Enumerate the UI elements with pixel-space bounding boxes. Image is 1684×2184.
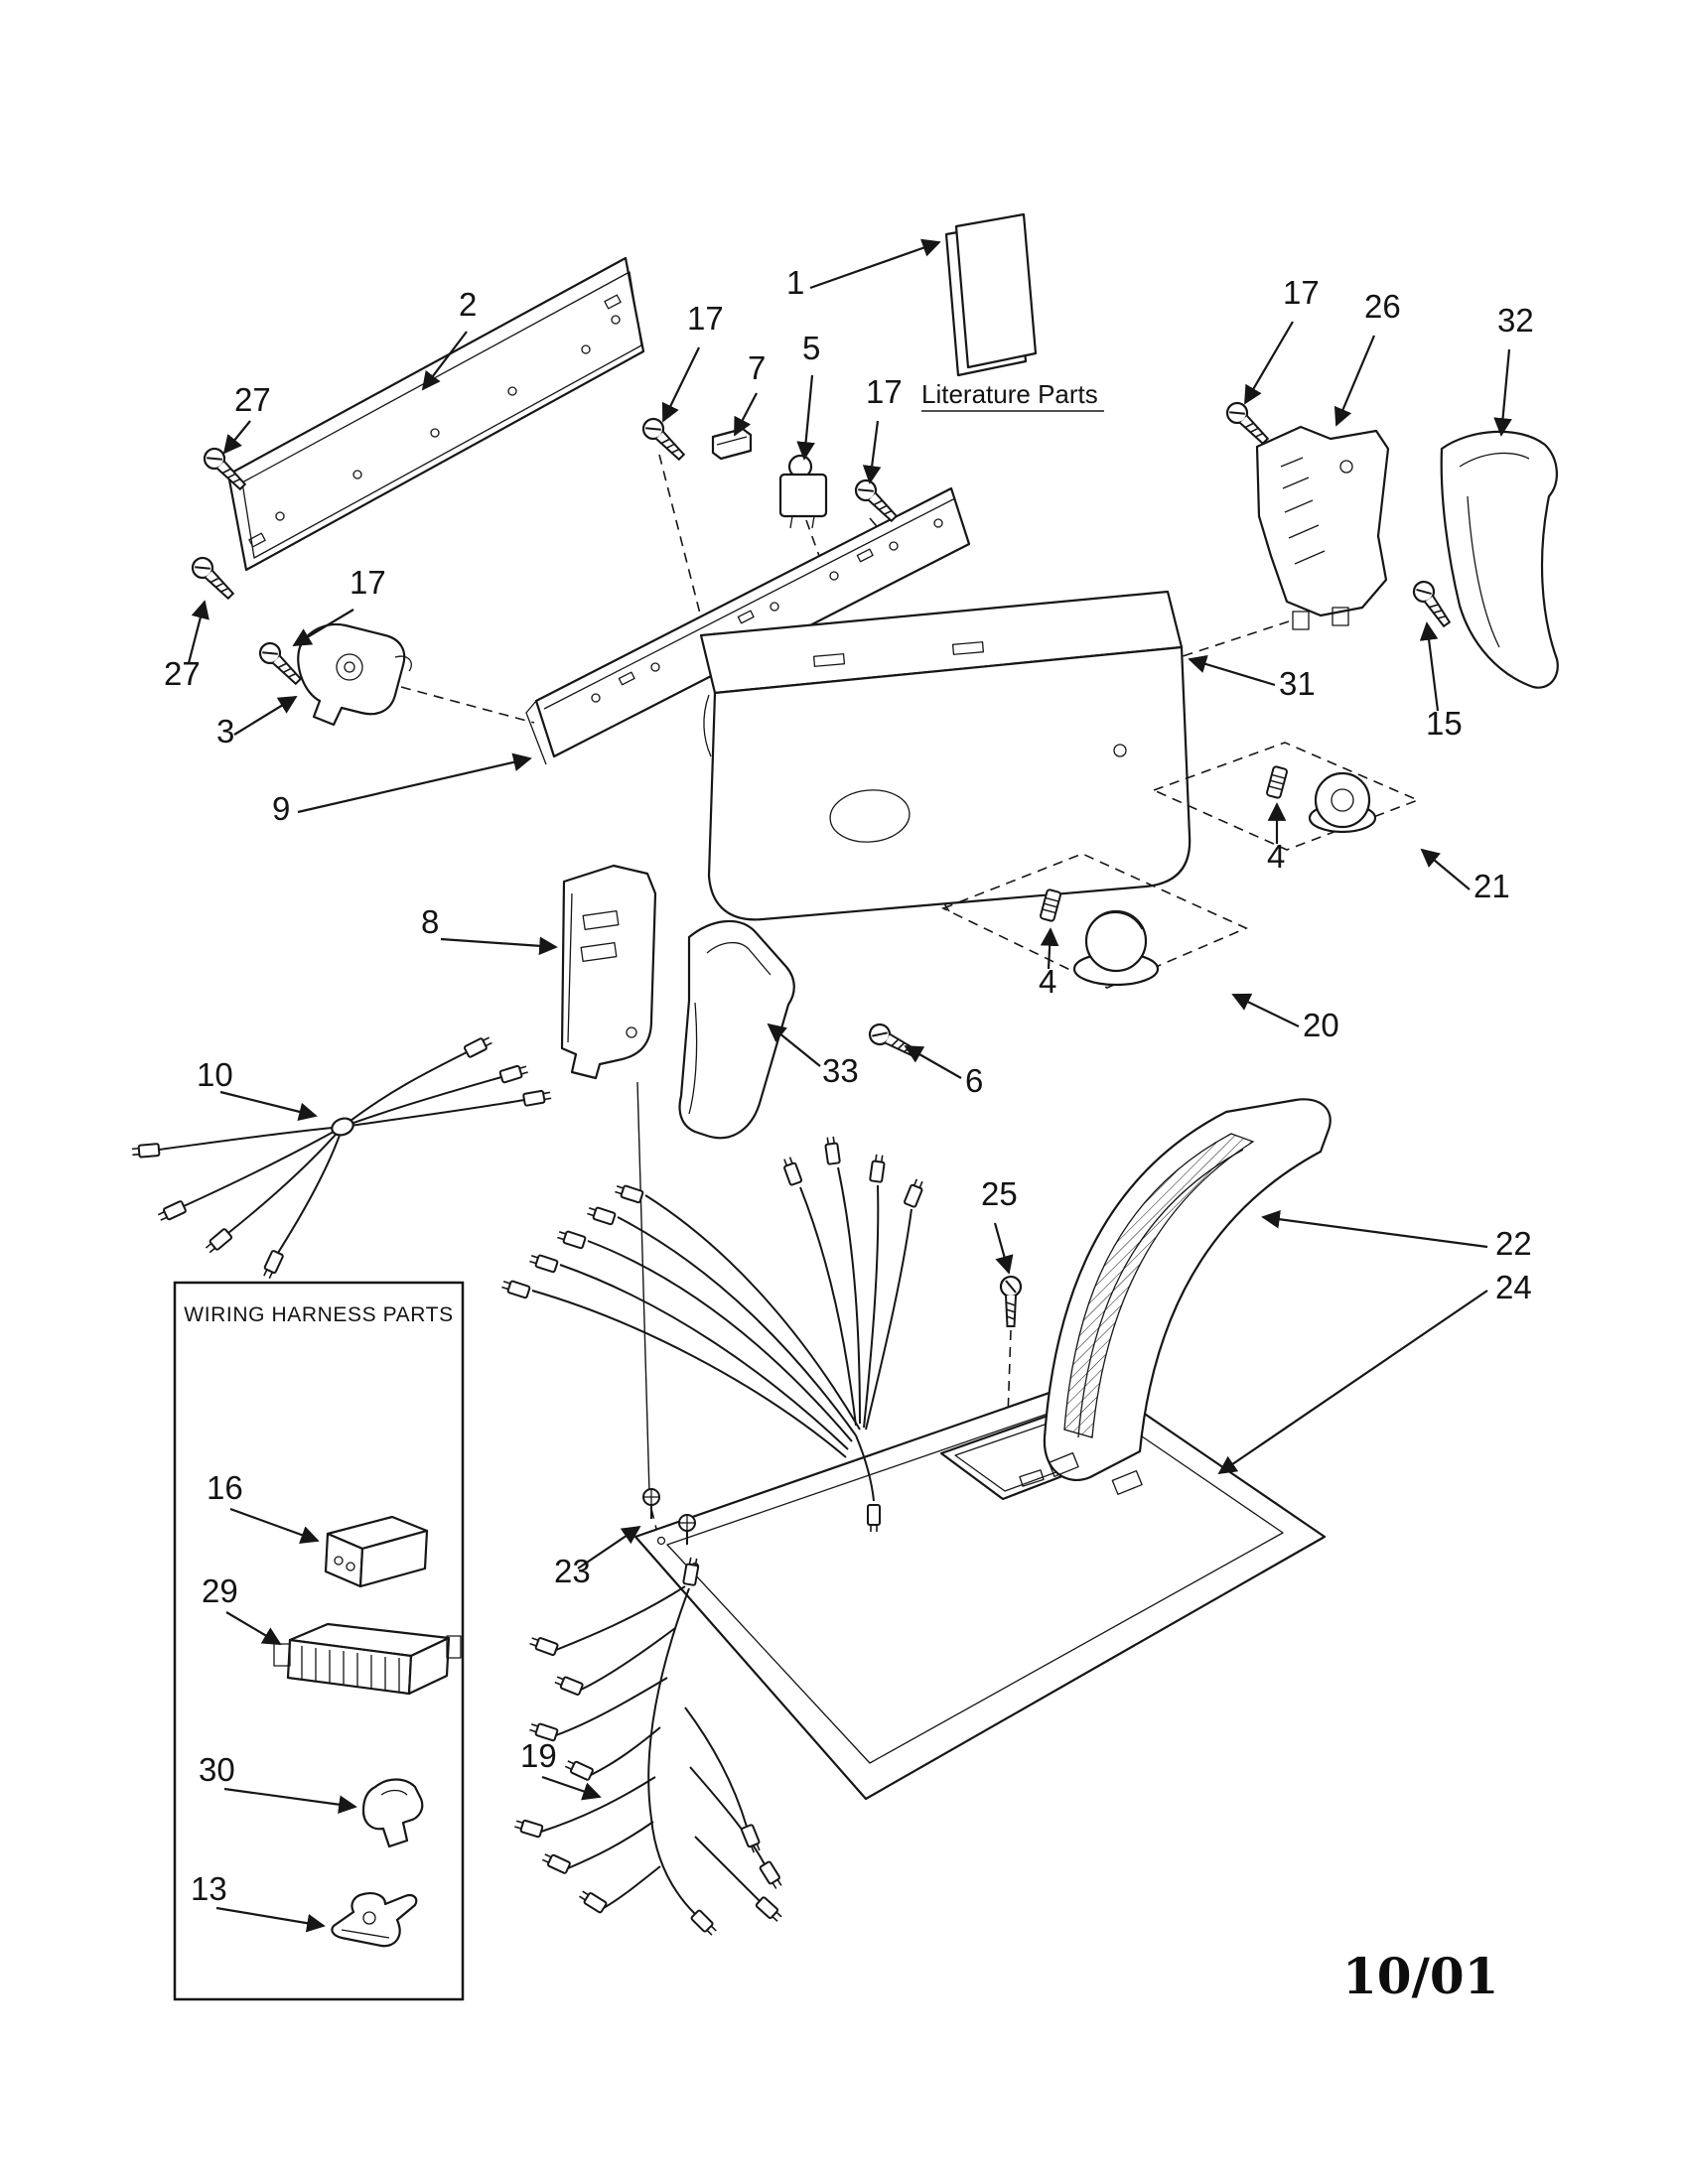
callout-21: 21	[1474, 868, 1510, 904]
callout-33: 33	[822, 1052, 859, 1089]
callout-23: 23	[554, 1553, 591, 1589]
part-10-wire-harness	[130, 1033, 553, 1282]
console-to-top-harness	[499, 1135, 926, 1533]
callout-31: 31	[1279, 665, 1316, 702]
screw-17-top-right	[1221, 397, 1274, 450]
part-1-literature	[944, 212, 1038, 377]
part-7-clip	[711, 427, 753, 461]
part-16-terminal-block	[324, 1515, 429, 1588]
callout-6: 6	[965, 1062, 983, 1099]
callout-5: 5	[802, 330, 820, 366]
callout-20: 20	[1303, 1007, 1339, 1043]
endcap-locating-line	[636, 1081, 650, 1494]
part-20-knob-kit	[941, 853, 1248, 989]
part-19-wire-harness	[512, 1556, 785, 1939]
callout-7: 7	[748, 349, 766, 386]
part-13-terminal	[331, 1892, 418, 1948]
callout-numbers: 2 27 27 17 7 5 17 1 17 26 32 15 17 3 9 3…	[164, 264, 1534, 1907]
part-5-switch	[778, 454, 828, 529]
callout-26: 26	[1364, 288, 1401, 325]
callout-27-top: 27	[234, 381, 271, 418]
part-2-rear-console-panel	[226, 256, 645, 572]
callout-2: 2	[459, 286, 477, 323]
callout-1: 1	[786, 264, 804, 301]
callout-3: 3	[216, 713, 234, 750]
callout-22: 22	[1495, 1225, 1532, 1262]
part-32-console-end-cap	[1440, 430, 1559, 689]
callout-32: 32	[1497, 302, 1534, 339]
callout-17-3: 17	[1283, 274, 1320, 311]
screw-17-first	[637, 413, 690, 466]
callout-16: 16	[207, 1469, 243, 1506]
callout-10: 10	[197, 1056, 233, 1093]
callout-4-top: 4	[1267, 838, 1285, 875]
part-21-knob-kit	[1151, 742, 1421, 851]
date-code: 10/01	[1342, 1947, 1498, 2005]
callout-9: 9	[272, 790, 290, 827]
callout-24: 24	[1495, 1269, 1532, 1305]
wiring-harness-parts-box: WIRING HARNESS PARTS	[173, 1281, 465, 2001]
part-22-lid	[1043, 1098, 1332, 1495]
part-9-console-rear-bracket	[525, 486, 971, 765]
screw-6	[865, 1020, 921, 1063]
part-30-clip	[361, 1778, 424, 1848]
screw-15	[1408, 576, 1457, 631]
callout-17-4: 17	[350, 564, 386, 601]
callout-arrows	[187, 238, 1512, 1933]
callout-8: 8	[421, 903, 439, 940]
callout-4-bottom: 4	[1039, 963, 1056, 1000]
literature-parts-label: Literature Parts	[921, 379, 1098, 409]
callout-27-bottom: 27	[164, 655, 201, 692]
part-8-end-cap-bracket	[560, 864, 657, 1080]
callout-15: 15	[1426, 705, 1463, 742]
part-31-console-panel	[699, 590, 1192, 921]
part-4-shaft-top	[1265, 764, 1289, 800]
screw-27-bottom	[187, 552, 239, 605]
screw-17-second	[850, 475, 903, 527]
part-29-connector	[273, 1622, 462, 1696]
part-3-switch	[297, 622, 412, 727]
screw-25	[999, 1275, 1023, 1328]
callout-19: 19	[520, 1737, 557, 1774]
callout-13: 13	[191, 1870, 227, 1907]
part-33-end-cap	[678, 919, 795, 1140]
callout-17-1: 17	[687, 300, 724, 337]
callout-25: 25	[981, 1175, 1018, 1212]
callout-29: 29	[202, 1572, 238, 1609]
callout-17-2: 17	[866, 373, 903, 410]
wiring-harness-parts-title: WIRING HARNESS PARTS	[184, 1303, 453, 1326]
callout-30: 30	[199, 1751, 235, 1788]
part-26-console-bracket	[1255, 425, 1390, 630]
part-24-top-panel	[633, 1376, 1327, 1801]
